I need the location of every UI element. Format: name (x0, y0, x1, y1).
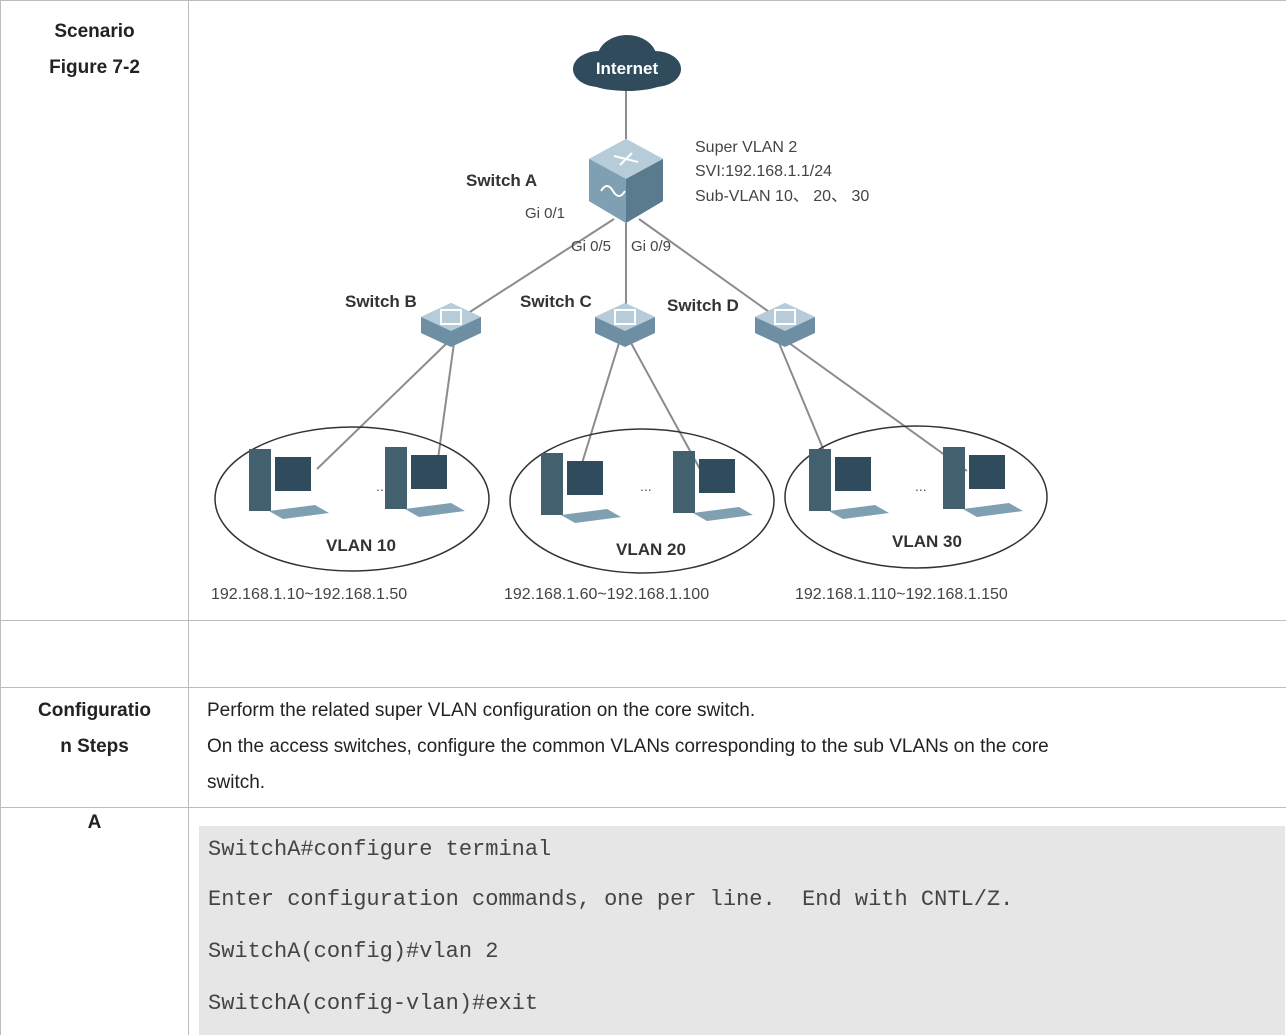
link-switch-d-pc2 (788, 342, 968, 472)
vlan-20-group (509, 428, 775, 574)
switch-a-info-2: SVI:192.168.1.1/24 (695, 163, 832, 180)
scenario-label: Scenario Figure 7-2 (1, 14, 188, 86)
port-gi09-label: Gi 0/9 (631, 238, 671, 255)
switch-b-icon (421, 303, 481, 347)
vlan-20-range: 192.168.1.60~192.168.1.100 (504, 586, 709, 603)
scenario-label-line1: Scenario (54, 21, 135, 42)
link-switch-a-switch-d (638, 218, 780, 320)
table-border-top (0, 0, 1286, 1)
config-steps-label: Configuratio n Steps (1, 693, 188, 765)
code-line: Enter configuration commands, one per li… (208, 887, 1014, 912)
switch-a-info-1: Super VLAN 2 (695, 139, 797, 156)
switch-d-label: Switch D (667, 296, 739, 315)
pc-icon (249, 449, 329, 519)
ellipsis-vlan-10: ... (376, 478, 388, 494)
vlan-30-group (784, 425, 1048, 569)
code-line: SwitchA(config-vlan)#exit (208, 991, 539, 1016)
row-divider (0, 687, 1286, 688)
vlan-30-label: VLAN 30 (892, 532, 962, 551)
config-step-line: switch. (207, 772, 266, 793)
vlan-10-range: 192.168.1.10~192.168.1.50 (211, 586, 407, 603)
link-switch-b-pc2 (436, 342, 455, 467)
config-steps-label-line1: Configuratio (38, 700, 151, 721)
internet-label: Internet (596, 59, 659, 78)
switch-a-section-label: A (87, 812, 102, 833)
switch-b-label: Switch B (345, 292, 417, 311)
config-step-line: On the access switches, configure the co… (207, 736, 1049, 757)
switch-a-info-3: Sub-VLAN 10、 20、 30 (695, 188, 869, 205)
config-steps-label-line2: n Steps (60, 736, 129, 757)
vlan-20-label: VLAN 20 (616, 540, 686, 559)
vlan-10-label: VLAN 10 (326, 536, 396, 555)
code-line: SwitchA(config)#vlan 2 (208, 939, 499, 964)
vlan-30-range: 192.168.1.110~192.168.1.150 (795, 586, 1008, 603)
row-divider (0, 807, 1286, 808)
core-switch-icon (589, 139, 663, 223)
network-diagram: Internet Switch A Super VLAN 2 SVI:192.1… (211, 35, 1048, 603)
vlan-10-group (214, 426, 490, 572)
port-gi05-label: Gi 0/5 (571, 238, 611, 255)
row-divider (0, 620, 1286, 621)
ellipsis-vlan-20: ... (640, 478, 652, 494)
pc-icon (673, 451, 753, 521)
switch-d-icon (755, 303, 815, 347)
link-switch-d-pc1 (778, 342, 830, 464)
port-gi01-label: Gi 0/1 (525, 205, 565, 222)
column-divider (0, 0, 1, 1035)
code-line: SwitchA#configure terminal (208, 837, 552, 862)
switch-c-label: Switch C (520, 292, 592, 311)
link-switch-c-pc2 (630, 342, 702, 472)
pc-icon (541, 453, 621, 523)
scenario-label-line2: Figure 7-2 (49, 57, 140, 78)
link-switch-c-pc1 (578, 342, 620, 474)
code-block: SwitchA#configure terminal Enter configu… (199, 826, 1285, 1035)
ellipsis-vlan-30: ... (915, 478, 927, 494)
switch-c-icon (595, 303, 655, 347)
config-steps-text: Perform the related super VLAN configura… (207, 693, 1282, 801)
config-step-line: Perform the related super VLAN configura… (207, 700, 756, 721)
switch-a-label: Switch A (466, 171, 537, 190)
pc-icon (943, 447, 1023, 517)
network-links (316, 87, 968, 474)
pc-icon (809, 449, 889, 519)
pc-icon (385, 447, 465, 517)
internet-cloud-icon: Internet (573, 35, 681, 91)
link-switch-a-switch-b (458, 218, 615, 320)
column-divider (188, 0, 189, 1035)
link-switch-b-pc1 (316, 342, 448, 470)
